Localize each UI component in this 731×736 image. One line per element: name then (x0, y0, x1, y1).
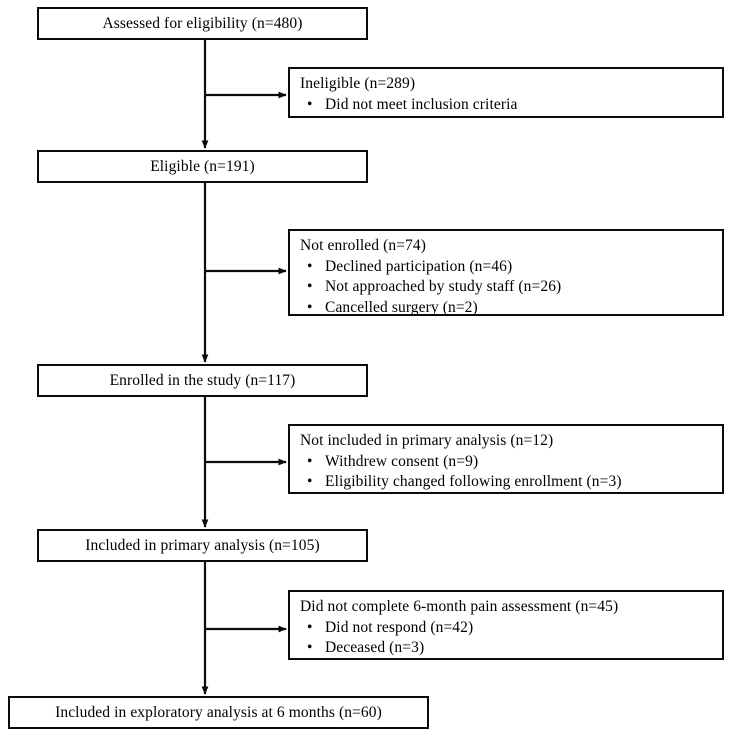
node-assessed-for-eligibility: Assessed for eligibility (n=480) (37, 7, 368, 40)
node-included-exploratory-analysis: Included in exploratory analysis at 6 mo… (8, 696, 429, 729)
node-title: Included in exploratory analysis at 6 mo… (55, 703, 382, 721)
bullet-item: • Eligibility changed following enrollmen… (300, 472, 722, 493)
bullet-dot-icon: • (307, 618, 313, 636)
bullet-label: Deceased (n=3) (325, 639, 425, 657)
bullet-dot-icon: • (307, 278, 313, 296)
bullet-dot-icon: • (307, 452, 313, 470)
bullet-label: Eligibility changed following enrollment… (325, 473, 622, 491)
bullet-item: • Deceased (n=3) (300, 638, 722, 659)
bullet-list: • Did not respond (n=42) • Deceased (n=3) (300, 618, 722, 659)
node-title: Included in primary analysis (n=105) (85, 536, 320, 554)
bullet-list: • Declined participation (n=46) • Not appro… (300, 257, 722, 319)
bullet-item: • Did not respond (n=42) (300, 618, 722, 639)
node-title: Not included in primary analysis (n=12) (300, 432, 554, 449)
bullet-dot-icon: • (307, 639, 313, 657)
node-ineligible: Ineligible (n=289) • Did not meet inclusi… (288, 67, 724, 118)
bullet-item: • Not approached by study staff (n=26) (300, 277, 722, 298)
bullet-item: • Cancelled surgery (n=2) (300, 298, 722, 319)
node-title: Not enrolled (n=74) (300, 237, 426, 254)
bullet-label: Declined participation (n=46) (325, 257, 513, 275)
node-did-not-complete-6-month-assessment: Did not complete 6-month pain assessment… (288, 590, 724, 660)
bullet-item: • Declined participation (n=46) (300, 257, 722, 278)
node-enrolled-in-study: Enrolled in the study (n=117) (37, 364, 368, 397)
node-not-included-primary-analysis: Not included in primary analysis (n=12) … (288, 424, 724, 494)
bullet-dot-icon: • (307, 257, 313, 275)
bullet-dot-icon: • (307, 473, 313, 491)
node-included-primary-analysis: Included in primary analysis (n=105) (37, 529, 368, 562)
node-title: Eligible (n=191) (150, 157, 255, 175)
node-title: Assessed for eligibility (n=480) (102, 14, 303, 32)
node-title: Did not complete 6-month pain assessment… (300, 598, 619, 615)
node-title: Enrolled in the study (n=117) (109, 371, 296, 389)
bullet-item: • Withdrew consent (n=9) (300, 452, 722, 473)
bullet-dot-icon: • (307, 299, 313, 317)
bullet-label: Cancelled surgery (n=2) (325, 299, 478, 317)
bullet-dot-icon: • (307, 95, 313, 113)
bullet-list: • Withdrew consent (n=9) • Eligibility chan… (300, 452, 722, 493)
bullet-label: Did not respond (n=42) (325, 618, 474, 636)
node-title: Ineligible (n=289) (300, 75, 416, 92)
node-eligible: Eligible (n=191) (37, 150, 368, 183)
bullet-label: Withdrew consent (n=9) (325, 452, 479, 470)
node-not-enrolled: Not enrolled (n=74) • Declined participat… (288, 229, 724, 316)
bullet-list: • Did not meet inclusion criteria (300, 95, 722, 116)
bullet-item: • Did not meet inclusion criteria (300, 95, 722, 116)
bullet-label: Did not meet inclusion criteria (325, 95, 518, 113)
bullet-label: Not approached by study staff (n=26) (325, 278, 562, 296)
